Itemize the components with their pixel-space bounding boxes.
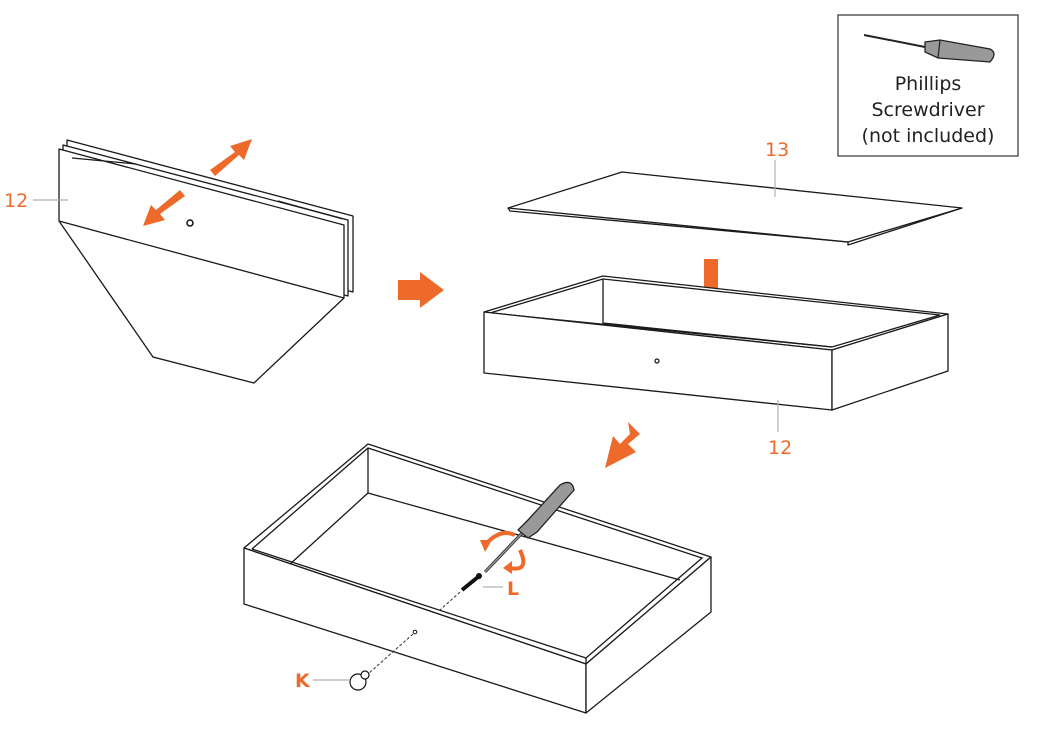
- screwdriver-icon: [863, 34, 995, 63]
- part-label-K: K: [295, 670, 311, 692]
- part-label-12: 12: [4, 190, 28, 212]
- tool-name-line1: Phillips: [895, 73, 962, 95]
- arrow-down-left-icon: [605, 422, 640, 468]
- knob-K: [349, 670, 370, 691]
- rotate-arrows-icon: [480, 531, 526, 574]
- screwdriver-in-use-icon: [483, 481, 575, 574]
- tool-name-line2: Screwdriver: [871, 99, 984, 121]
- tool-note: (not included): [862, 125, 995, 147]
- bottom-board-13: 13: [507, 139, 963, 246]
- screw-L: [460, 573, 482, 592]
- part-label-L: L: [507, 578, 519, 600]
- arrow-inward-icon: [143, 190, 185, 226]
- arrow-outward-icon: [210, 139, 252, 176]
- part-label-13: 13: [765, 139, 789, 161]
- panel-12-folded: 12: [4, 139, 354, 384]
- screw-hole: [186, 219, 194, 227]
- arrow-right-icon: [398, 272, 444, 308]
- tool-required-box: Phillips Screwdriver (not included): [837, 14, 1019, 157]
- drawer-frame-12: 12: [483, 275, 949, 459]
- part-label-12-drawer: 12: [768, 437, 792, 459]
